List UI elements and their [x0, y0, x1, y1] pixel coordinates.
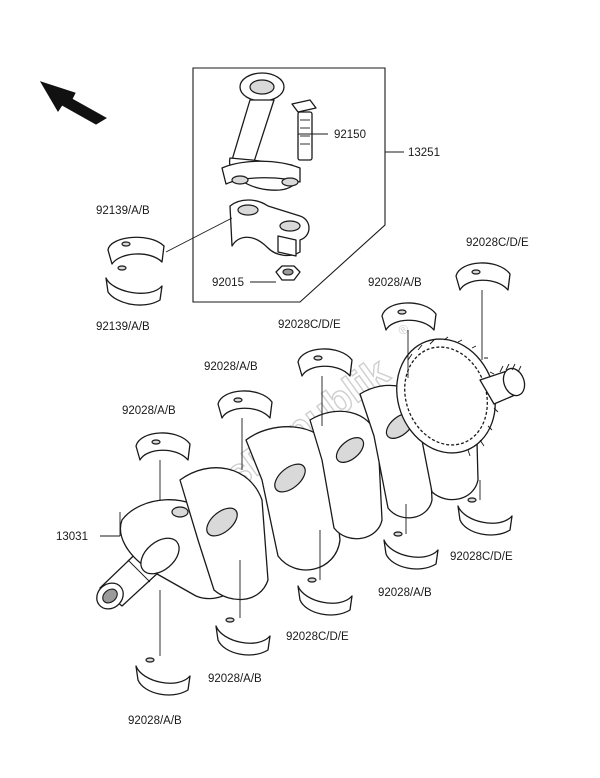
label-crankshaft: 13031: [56, 531, 88, 543]
label-main-bearing-upper-3: 92028C/D/E: [278, 319, 341, 331]
rod-nut: [275, 265, 301, 281]
main-bearing-lower-3: [297, 577, 353, 616]
watermark-registered-mark: ®: [395, 320, 412, 338]
label-rod-bolt: 92150: [334, 129, 366, 141]
label-main-bearing-lower-1: 92028/A/B: [128, 715, 182, 727]
main-bearing-upper-5: [455, 262, 511, 291]
connecting-rod: [221, 72, 301, 191]
label-main-bearing-lower-3: 92028C/D/E: [286, 631, 349, 643]
main-bearing-upper-1: [135, 432, 191, 461]
rod-bolt: [291, 99, 317, 161]
label-rod-bearing-lower: 92139/A/B: [96, 321, 150, 333]
main-bearing-upper-2: [217, 390, 273, 419]
crankshaft: [96, 336, 526, 610]
part-labels: 92150 13251 92139/A/B 92015 92139/A/B 92…: [56, 129, 529, 727]
label-main-bearing-lower-5: 92028C/D/E: [450, 551, 513, 563]
main-bearing-upper-4: [381, 302, 437, 331]
label-rod-assembly: 13251: [408, 147, 440, 159]
label-main-bearing-lower-2: 92028/A/B: [208, 673, 262, 685]
rod-bearing-upper-shell: [107, 236, 165, 265]
label-rod-bearing-upper: 92139/A/B: [96, 205, 150, 217]
main-bearing-upper-3: [297, 348, 353, 377]
label-rod-nut: 92015: [212, 277, 244, 289]
rod-bearing-lower-shell: [105, 265, 163, 306]
label-main-bearing-upper-1: 92028/A/B: [122, 405, 176, 417]
main-bearing-lower-4: [383, 531, 439, 570]
rod-cap: [229, 199, 310, 257]
label-main-bearing-upper-4: 92028/A/B: [368, 277, 422, 289]
leader-lines: [100, 133, 483, 656]
label-main-bearing-upper-2: 92028/A/B: [204, 361, 258, 373]
main-bearing-lower-1: [135, 657, 191, 696]
label-main-bearing-lower-4: 92028/A/B: [378, 587, 432, 599]
main-bearing-lower-5: [457, 497, 513, 536]
front-direction-arrow-icon: [39, 81, 107, 125]
label-main-bearing-upper-5: 92028C/D/E: [466, 237, 529, 249]
main-bearing-lower-2: [215, 617, 271, 656]
connecting-rod-assembly-frame: [192, 67, 386, 303]
